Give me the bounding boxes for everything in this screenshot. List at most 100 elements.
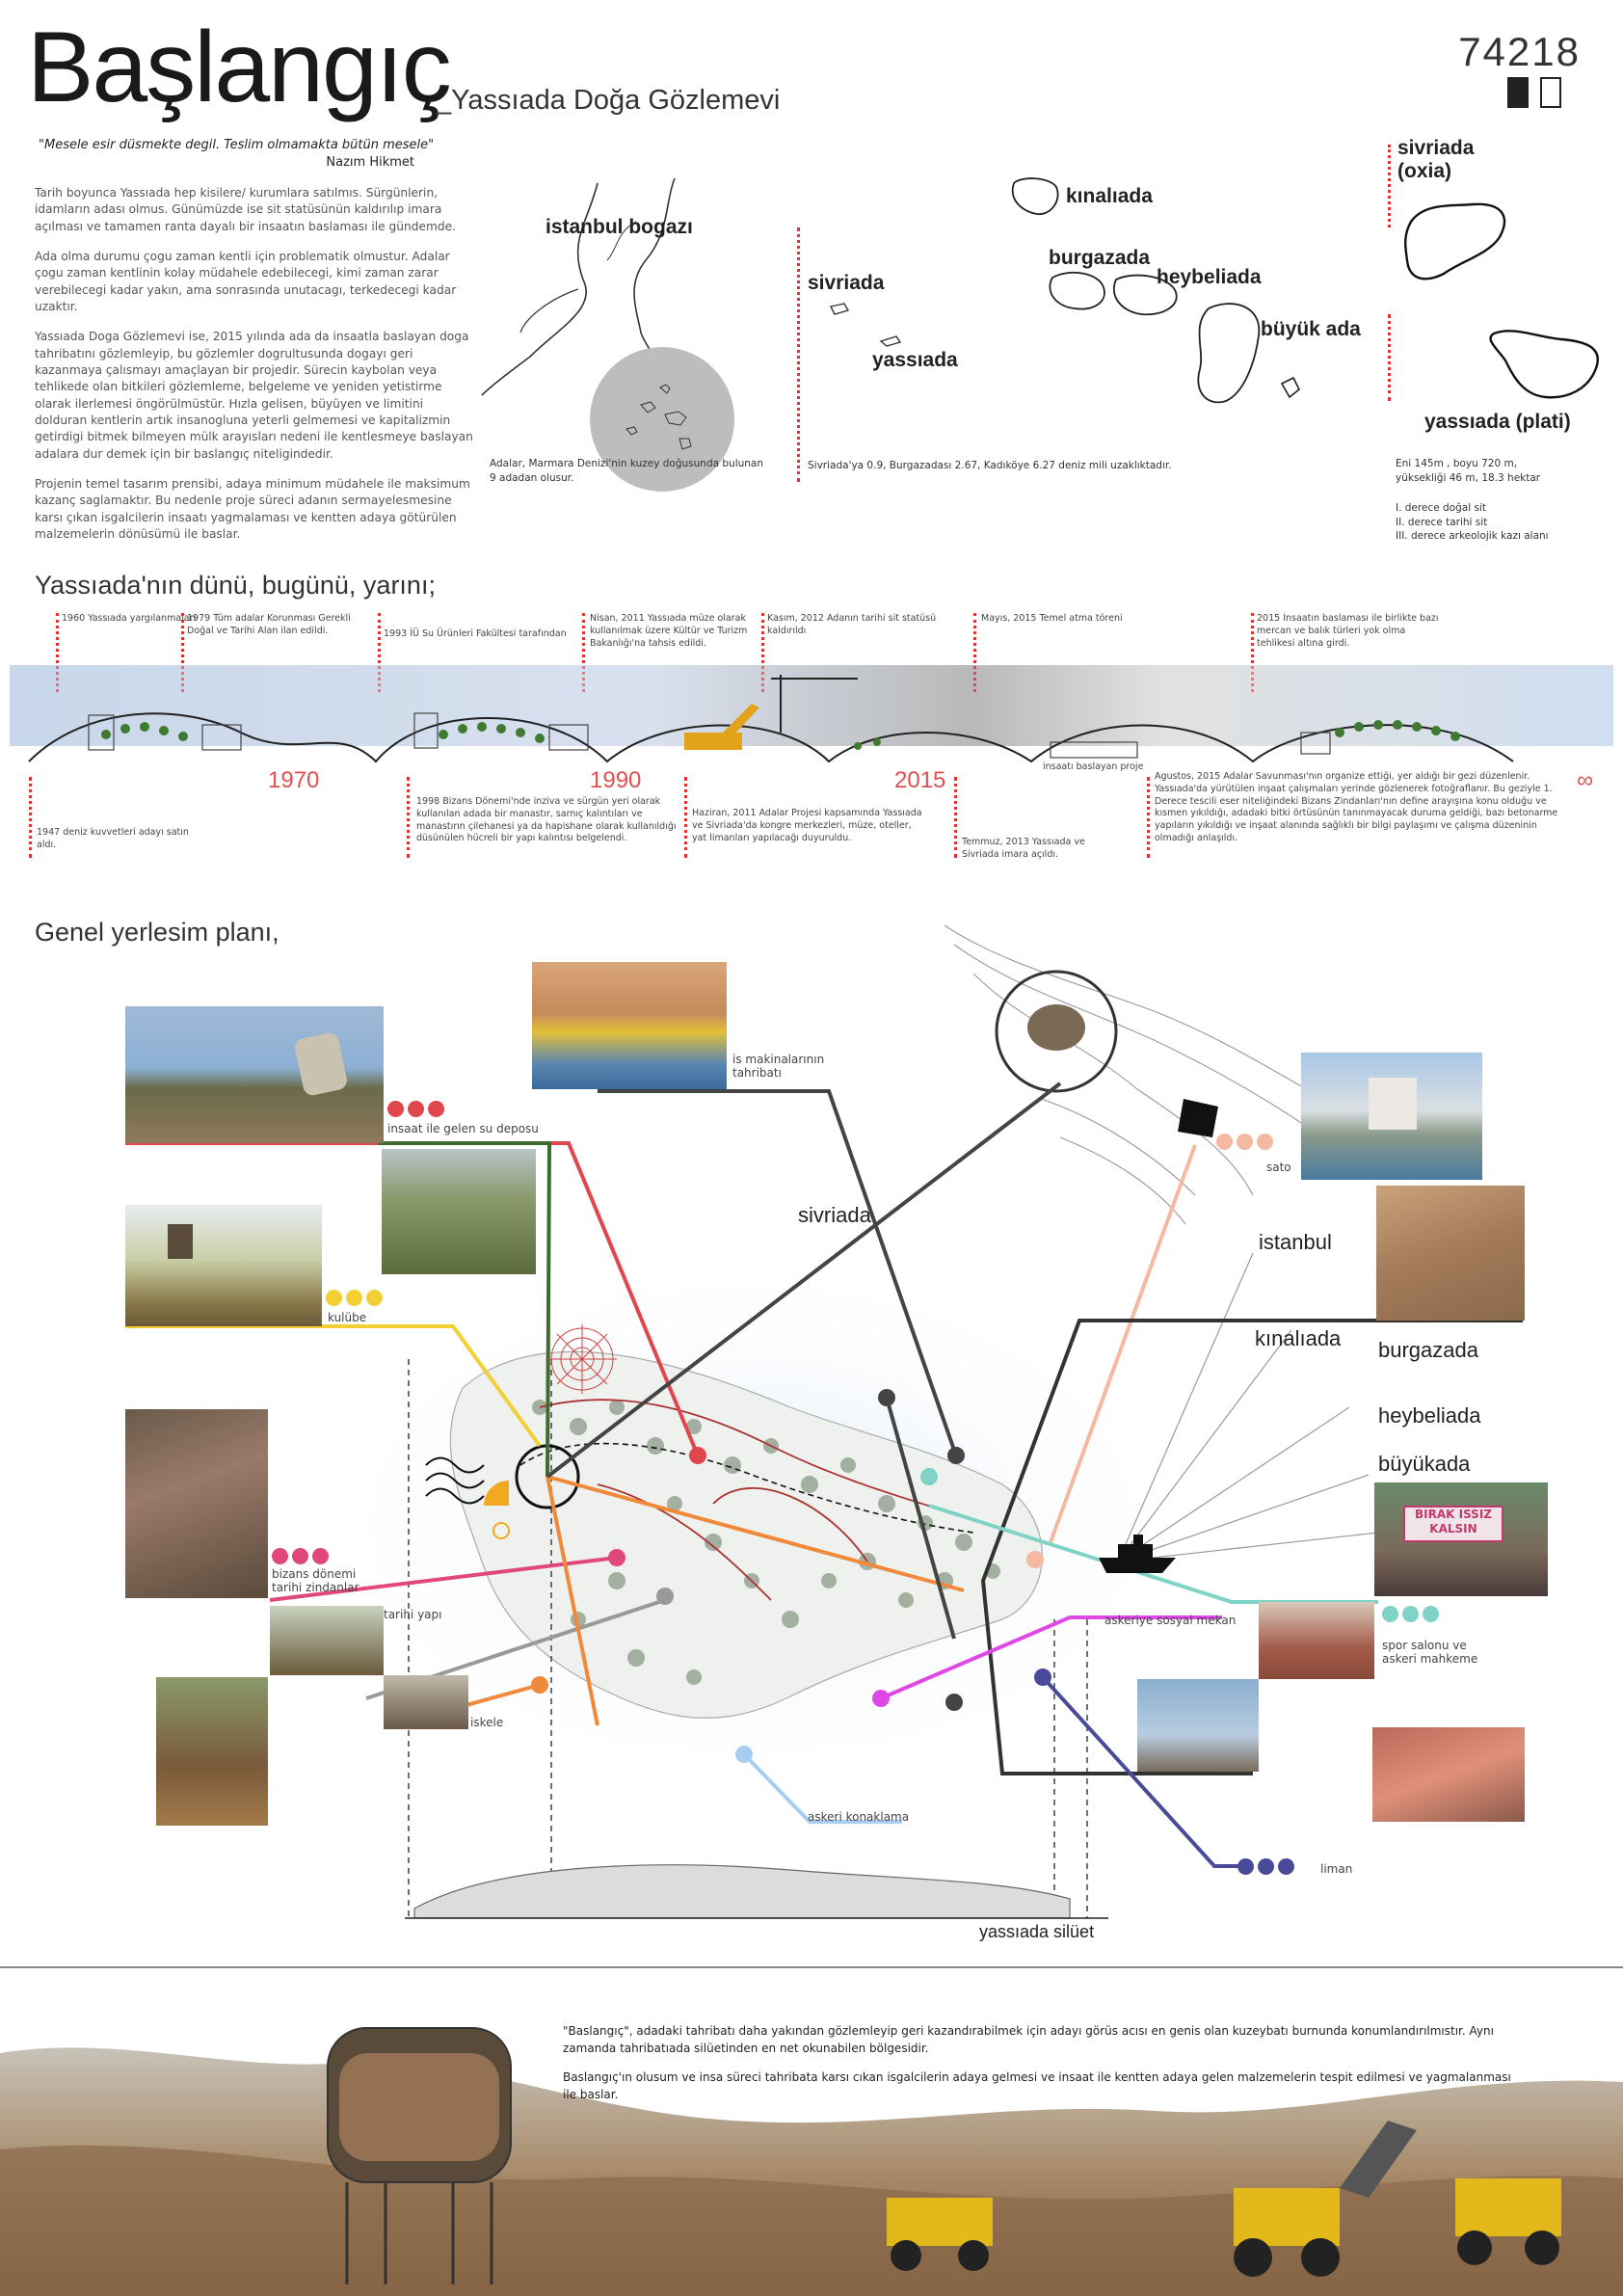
outline-square-icon (1540, 77, 1561, 108)
map-label-kinaliada: kınalıada (1066, 185, 1153, 207)
map-label-yassiada-plati: yassıada (plati) (1424, 411, 1571, 433)
intro-paragraph: Tarih boyunca Yassıada hep kisilere/ kur… (35, 186, 456, 233)
wind-rose-icon (547, 1324, 617, 1394)
timeline-marker (56, 613, 59, 692)
intro-text: Tarih boyunca Yassıada hep kisilere/ kur… (35, 185, 478, 556)
timeline-event: 1960 Yassıada yargılanmaları (62, 613, 197, 624)
timeline-marker (1251, 613, 1254, 692)
section-divider (0, 1966, 1623, 1968)
label-chateau: sato (1266, 1161, 1291, 1174)
timeline-marker (761, 613, 764, 692)
bosphorus-map (481, 177, 734, 492)
timeline-heading: Yassıada'nın dünü, bugünü, yarını; (35, 571, 436, 600)
timeline-marker (29, 777, 32, 858)
photo-coral (1372, 1727, 1525, 1822)
caption-size: Eni 145m , boyu 720 m, yüksekliği 46 m, … (1396, 458, 1541, 484)
peach-dots (1216, 1134, 1277, 1154)
photo-historic-building (270, 1606, 384, 1675)
timeline-event: Mayıs, 2015 Temel atma töreni (981, 613, 1123, 624)
caption-distance: Sivriada'ya 0.9, Burgazadası 2.67, Kadık… (808, 460, 1172, 471)
sit-level-2: II. derece tarihi sit (1396, 516, 1488, 528)
timeline-marker (582, 613, 585, 692)
sit-levels: I. derece doğal sit II. derece tarihi si… (1396, 501, 1588, 544)
timeline-year: 1990 (590, 767, 642, 793)
map-label-buyukada: büyük ada (1261, 318, 1361, 340)
timeline-event: 1998 Bizans Dönemi'nde inziva ve sürgün … (416, 796, 677, 844)
label-sports-hall: spor salonu ve askeri mahkeme (1382, 1639, 1478, 1666)
teal-dots (1382, 1606, 1443, 1626)
page-subtitle: _Yassıada Doğa Gözlemevi (436, 85, 781, 116)
map-label-yassiada: yassıada (872, 349, 958, 371)
bottom-text: "Baslangıç", adadaki tahribatı daha yakı… (563, 2022, 1527, 2115)
photo-protest: BIRAK ISSIZ KALSIN (1374, 1482, 1548, 1596)
timeline-panorama (10, 665, 1613, 763)
divider-line (1388, 314, 1391, 401)
island-label-kinaliada: kınalıada (1255, 1326, 1342, 1350)
label-military-social: askeriye sosyal mekan (1104, 1614, 1237, 1627)
photo-pier (384, 1675, 468, 1729)
map-label-bosphorus: istanbul bogazı (545, 216, 693, 238)
intro-paragraph: Yassıada Doga Gözlemevi ise, 2015 yılınd… (35, 330, 473, 461)
label-dungeons: bizans dönemi tarihi zindanlar (272, 1567, 359, 1594)
sivriada-outline (1404, 202, 1505, 280)
label-water-tank: insaat ile gelen su deposu (387, 1122, 539, 1135)
timeline-event: 2015 İnsaatın baslaması ile birlikte baz… (1257, 613, 1439, 649)
plan-heading: Genel yerlesim planı, (35, 918, 279, 947)
zoom-circle (590, 347, 734, 492)
filled-square-icon (1507, 77, 1529, 108)
quote-author: Nazım Hikmet (326, 155, 414, 171)
label-hut: kulübe (328, 1311, 367, 1324)
photo-hut (125, 1205, 322, 1326)
timeline-event: 1979 Tüm adalar Korunması Gerekli Doğal … (187, 613, 351, 636)
timeline-event: 1993 İÜ Su Ürünleri Fakültesi tarafından (384, 628, 567, 639)
map-label-sivriada: sivriada (808, 272, 885, 294)
photo-water-tank (125, 1006, 384, 1143)
divider-line (1388, 145, 1391, 227)
photo-chateau (1301, 1053, 1482, 1180)
label-harbor: liman (1320, 1862, 1353, 1876)
island-label-sivriada: sivriada (798, 1203, 871, 1227)
sit-level-3: III. derece arkeolojik kazı alanı (1396, 530, 1549, 543)
quote-text: "Mesele esir düsmekte degil. Teslim olma… (39, 138, 435, 152)
island-label-istanbul: istanbul (1259, 1230, 1332, 1254)
yassiada-outline (1489, 330, 1599, 399)
sivriada-shape (829, 303, 850, 315)
timeline-event: Kasım, 2012 Adanın tarihi sit statüsü ka… (767, 613, 937, 636)
sit-level-1: I. derece doğal sit (1396, 502, 1486, 514)
protest-sign: BIRAK ISSIZ KALSIN (1403, 1506, 1503, 1542)
timeline-event: 1947 deniz kuvvetleri adayı satın aldı. (37, 827, 189, 850)
photo-machinery (532, 962, 727, 1089)
label-pier: iskele (470, 1716, 504, 1729)
timeline-event: Haziran, 2011 Adalar Projesi kapsamında … (692, 808, 922, 843)
photo-crane (1137, 1679, 1259, 1772)
label-military-lodging: askeri konaklama (808, 1810, 910, 1824)
yellow-dots (326, 1290, 386, 1310)
label-silhouette: yassıada silüet (979, 1922, 1095, 1941)
divider-line (797, 227, 800, 482)
label-historic-building: tarihi yapı (384, 1608, 442, 1621)
photo-debris (1376, 1186, 1525, 1321)
label-machinery: is makinalarının tahribatı (732, 1053, 825, 1080)
photo-audience (1259, 1602, 1374, 1679)
timeline-year: 1970 (268, 767, 320, 793)
page-title: Başlangıç (27, 12, 452, 123)
island-label-heybeliada: heybeliada (1378, 1403, 1481, 1428)
project-code: 74218 (1458, 29, 1581, 74)
intro-paragraph: Ada olma durumu çogu zaman kentli için p… (35, 249, 457, 313)
map-label-heybeliada: heybeliada (1157, 266, 1262, 288)
pink-dots (272, 1548, 333, 1568)
timeline-year-infinity: ∞ (1577, 767, 1594, 793)
photo-dungeons (125, 1409, 268, 1598)
wind-icon (425, 1456, 485, 1505)
navy-dots (1237, 1858, 1298, 1879)
site-plan (125, 924, 1523, 1919)
red-dots (387, 1101, 448, 1121)
excavator-machines (887, 2121, 1561, 2277)
timeline-marker (1147, 777, 1150, 858)
quote-block: "Mesele esir düsmekte degil. Teslim olma… (39, 137, 443, 172)
map-label-sivriada-oxia: sivriada (oxia) (1397, 137, 1475, 182)
construction-label: insaatı baslayan proje (1043, 761, 1144, 772)
timeline-marker (181, 613, 184, 692)
yassiada-shape (879, 335, 902, 347)
timeline-marker (973, 613, 976, 692)
